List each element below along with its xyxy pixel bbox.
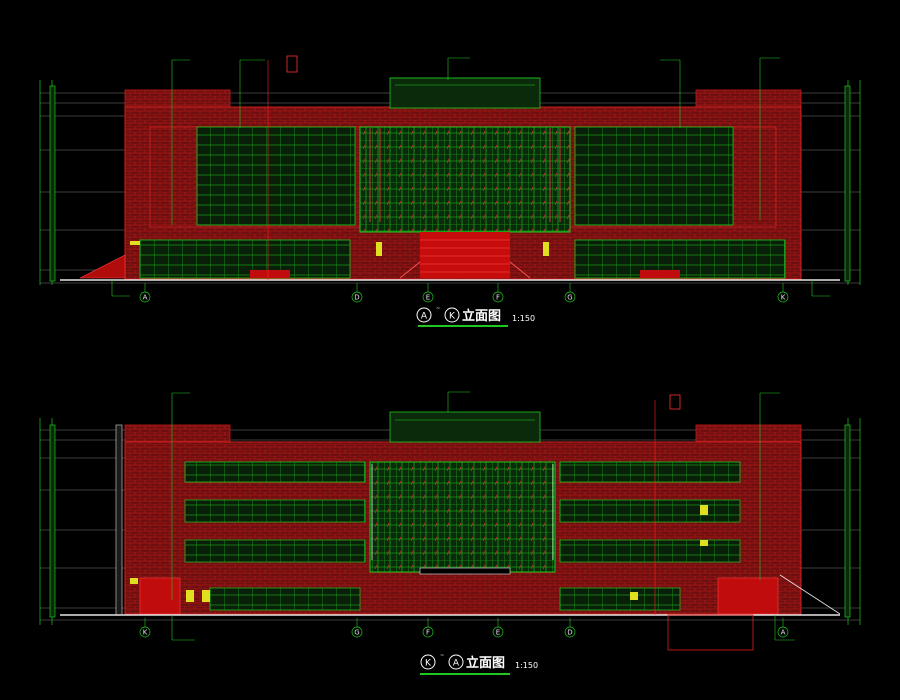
axis-label: A [143,294,148,302]
rear-scale: 1:150 [515,661,538,670]
front-title-block: A ~ K 立面图 1:150 [416,306,535,327]
axis-bubble [422,626,434,638]
axis-bubble [777,291,789,303]
rear-elevation: K G F E D A K ~ A 立面图 1:150 [39,391,861,675]
front-connector: ~ [436,306,440,312]
axis-label: K [143,629,148,637]
axis-label: D [567,629,572,637]
rear-title-block: K ~ A 立面图 1:150 [420,653,538,675]
front-start-axis: A [421,312,428,322]
front-end-axis: K [449,312,456,322]
front-elevation: A D E F G K A ~ K 立面图 1:150 [39,55,861,327]
axis-label: F [496,294,500,302]
axis-bubble [422,291,434,303]
axis-label: K [781,294,786,302]
axis-bubble [564,291,576,303]
rear-end-axis: A [453,659,460,669]
axis-bubble [139,626,151,638]
axis-bubble [492,626,504,638]
axis-bubble [351,626,363,638]
axis-label: G [354,629,359,637]
rear-title: 立面图 [466,655,505,671]
dimension-columns [39,80,861,285]
annotation-leaders [171,391,795,641]
axis-label: D [354,294,359,302]
axis-bubble [492,291,504,303]
front-title: 立面图 [462,308,501,324]
axis-label: A [781,629,786,637]
dimension-columns [39,418,861,625]
main-entrance-stairs [399,232,531,279]
axis-bubble [777,626,789,638]
axis-label: E [426,294,430,302]
axis-bubble [351,291,363,303]
annotation-leaders [111,57,830,297]
rear-start-axis: K [425,659,432,669]
axis-label: E [496,629,500,637]
punched-windows [184,499,741,611]
front-scale: 1:150 [512,314,535,323]
axis-bubble [139,291,151,303]
axis-bubble [564,626,576,638]
axis-label: G [567,294,572,302]
axis-label: F [426,629,430,637]
rear-connector: ~ [440,653,444,659]
